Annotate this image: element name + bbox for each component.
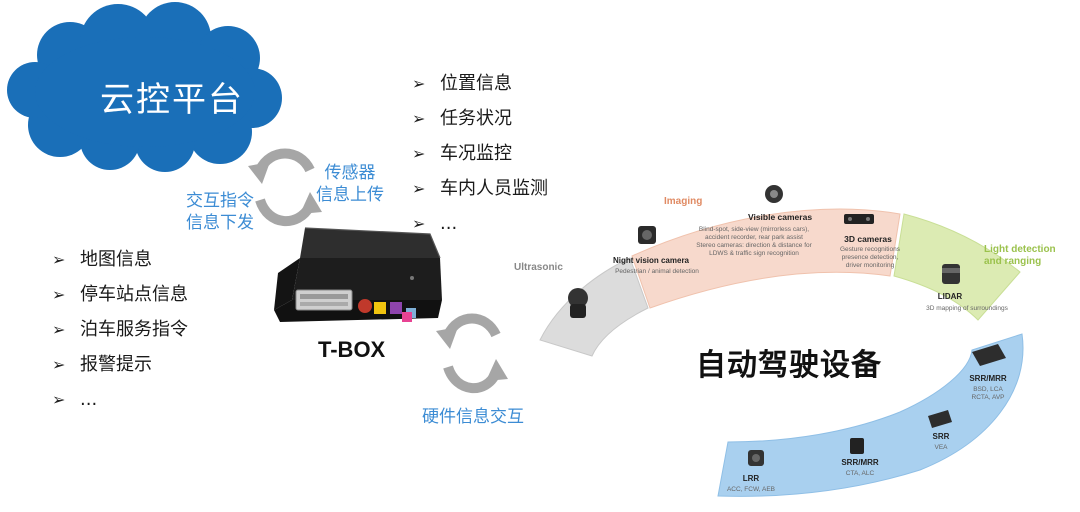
visible-cameras-desc-line4: LDWS & traffic sign recognition (709, 250, 799, 257)
list-item-label: ... (440, 213, 458, 234)
3d-cameras-desc-line2: presence detection, (841, 254, 899, 261)
list-item: ➢... (412, 212, 548, 247)
3d-cameras-desc-line1: Gesture recognitions (840, 246, 900, 253)
visible-cameras-title: Visible cameras (747, 212, 813, 222)
ads-sensor-ring (539, 185, 1024, 497)
arrow-bullet-icon: ➢ (52, 355, 66, 374)
visible-camera-icon (765, 185, 783, 203)
3d-cameras-title: 3D cameras (844, 234, 892, 244)
srr-title: SRR (932, 432, 950, 441)
3d-cameras-desc-line3: driver monitoring (845, 262, 895, 269)
srr-mrr-bottom-desc: CTA, ALC (845, 470, 875, 477)
tbox-device-icon (274, 227, 442, 322)
arrow-bullet-icon: ➢ (52, 250, 66, 269)
arrow-bullet-icon: ➢ (412, 214, 426, 233)
srr-mrr-top-desc-line2: RCTA, AVP (971, 394, 1005, 401)
list-item-label: 车况监控 (440, 143, 512, 164)
radar-band (717, 333, 1024, 497)
uplink-label-line2: 信息上传 (316, 185, 384, 205)
list-item: ➢ 任务状况 (412, 107, 548, 142)
list-item-label: 停车站点信息 (80, 284, 188, 305)
visible-cameras-desc: Blind-spot, side-view (mirrorless cars),… (684, 226, 824, 258)
srr-radar-icon (928, 410, 952, 428)
hardware-link-label: 硬件信息交互 (422, 407, 524, 427)
tbox-label: T-BOX (318, 337, 386, 362)
ultrasonic-title: Ultrasonic (514, 262, 563, 273)
arrow-bullet-icon: ➢ (412, 144, 426, 163)
lidar-sensor-icon (942, 264, 960, 284)
night-vision-camera-title: Night vision camera (612, 256, 690, 265)
list-item: ➢ 泊车服务指令 (52, 318, 188, 353)
ultrasonic-sensor-icon (568, 288, 588, 318)
lrr-radar-icon (748, 450, 764, 466)
list-item: ➢ 地图信息 (52, 248, 188, 283)
cloud-platform-label: 云控平台 (100, 80, 244, 120)
list-item-label: 车内人员监测 (440, 178, 548, 199)
arrow-bullet-icon: ➢ (52, 390, 66, 409)
list-item: ➢ 车内人员监测 (412, 177, 548, 212)
lidar-group-title: Light detection and ranging (984, 244, 1056, 268)
cloud-tbox-cycle-arrows-icon (248, 148, 322, 226)
ads-title: 自动驾驶设备 (696, 348, 882, 383)
ultrasonic-band (539, 257, 649, 357)
cloud-platform (7, 2, 282, 172)
list-item: ➢ 报警提示 (52, 353, 188, 388)
list-item: ➢ 停车站点信息 (52, 283, 188, 318)
arrow-bullet-icon: ➢ (412, 109, 426, 128)
uplink-label-line1: 传感器 (324, 163, 376, 183)
3d-camera-icon (844, 214, 874, 224)
3d-cameras-desc: Gesture recognitions presence detection,… (828, 246, 912, 270)
arrow-bullet-icon: ➢ (412, 74, 426, 93)
list-item-label: 报警提示 (80, 354, 152, 375)
arrow-bullet-icon: ➢ (52, 320, 66, 339)
srr-mrr-top-title: SRR/MRR (969, 374, 1007, 383)
tbox-ads-cycle-arrows-icon (436, 313, 508, 393)
night-vision-camera-desc: Pedestrian / animal detection (615, 268, 699, 275)
visible-cameras-desc-line2: accident recorder, rear park assist (705, 234, 803, 241)
arrow-bullet-icon: ➢ (412, 179, 426, 198)
downlink-label-line1: 交互指令 (186, 191, 254, 211)
srr-mrr-bottom-radar-icon (850, 438, 864, 454)
lidar-group-title-line1: Light detection (984, 244, 1056, 255)
lidar-group-title-line2: and ranging (984, 256, 1042, 267)
imaging-title: Imaging (664, 196, 703, 207)
upload-info-list: ➢ 位置信息 ➢ 任务状况 ➢ 车况监控 ➢ 车内人员监测 ➢... (412, 72, 548, 247)
list-item-label: 地图信息 (80, 249, 152, 270)
lrr-desc: ACC, FCW, AEB (726, 486, 776, 493)
night-vision-camera-icon (638, 226, 656, 244)
list-item-label: 位置信息 (440, 73, 512, 94)
visible-cameras-desc-line3: Stereo cameras: direction & distance for (696, 242, 812, 249)
imaging-band (631, 208, 901, 309)
srr-mrr-bottom-title: SRR/MRR (841, 458, 879, 467)
downlink-label: 交互指令 信息下发 (180, 190, 260, 234)
srr-mrr-top-radar-icon (972, 344, 1006, 366)
list-item-label: ... (80, 389, 98, 410)
visible-cameras-desc-line1: Blind-spot, side-view (mirrorless cars), (698, 226, 810, 233)
lidar-title: LIDAR (937, 292, 963, 301)
uplink-label: 传感器 信息上传 (310, 162, 390, 206)
list-item: ➢ 位置信息 (412, 72, 548, 107)
list-item-label: 泊车服务指令 (80, 319, 188, 340)
list-item: ➢... (52, 388, 188, 423)
srr-mrr-top-desc-line1: BSD, LCA (973, 386, 1003, 393)
lrr-title: LRR (742, 474, 760, 483)
download-info-list: ➢ 地图信息 ➢ 停车站点信息 ➢ 泊车服务指令 ➢ 报警提示 ➢... (52, 248, 188, 423)
srr-mrr-top-desc: BSD, LCA RCTA, AVP (962, 386, 1014, 402)
srr-desc: VEA (934, 444, 948, 451)
downlink-label-line2: 信息下发 (186, 213, 254, 233)
list-item: ➢ 车况监控 (412, 142, 548, 177)
list-item-label: 任务状况 (440, 108, 512, 129)
lidar-desc: 3D mapping of surroundings (926, 305, 1008, 312)
arrow-bullet-icon: ➢ (52, 285, 66, 304)
